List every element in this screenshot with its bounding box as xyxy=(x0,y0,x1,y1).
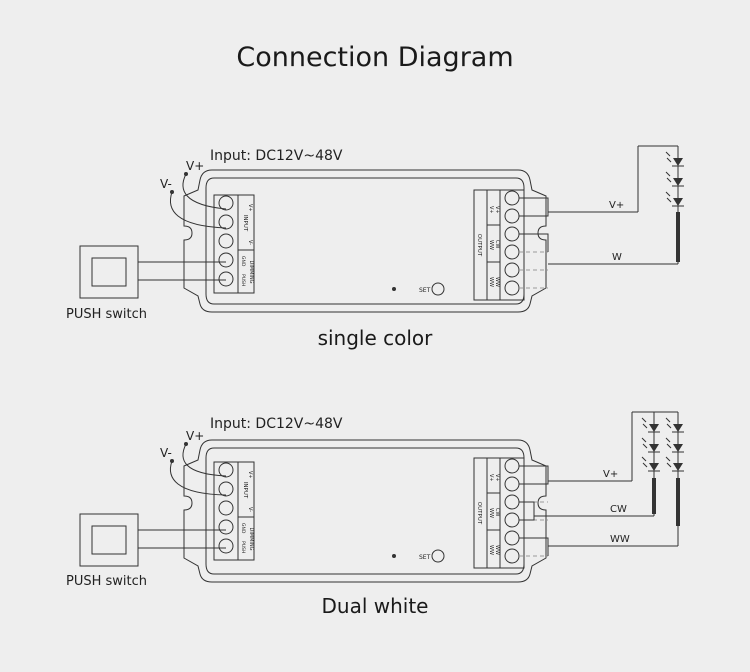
set-label: SET xyxy=(419,554,431,561)
output-terminals xyxy=(499,457,525,569)
v-minus-label: V- xyxy=(160,177,172,191)
led-diode-icon xyxy=(673,178,683,186)
led-diode-icon xyxy=(649,424,659,432)
output-pin-2: V+ xyxy=(494,206,500,214)
push-switch: PUSH switch xyxy=(66,245,226,322)
input-label-block: INPUT V+ V- DIMMING GND PUSH xyxy=(237,194,255,294)
caption-dual-white: Dual white xyxy=(321,594,429,618)
set-button[interactable] xyxy=(431,549,445,563)
wire-label-vplus: V+ xyxy=(603,469,618,480)
output-pin-2: V+ xyxy=(494,474,500,482)
input-block-label: INPUT xyxy=(242,482,248,499)
dimming-block-label: DIMMING xyxy=(248,527,254,550)
power-wires: V+ V- xyxy=(160,429,227,496)
output-pin-1: V+ xyxy=(488,474,494,482)
output-pin-6: WW xyxy=(494,545,500,555)
output-pin-4: CW xyxy=(494,240,500,248)
push-switch: PUSH switch xyxy=(66,513,226,589)
input-pin-2: V- xyxy=(247,240,253,245)
led-strip-ww xyxy=(665,412,684,546)
input-voltage-label: Input: DC12V~48V xyxy=(210,148,343,164)
output-terminals xyxy=(499,189,525,301)
wire-label-vplus: V+ xyxy=(609,200,624,211)
dimming-pin-2: PUSH xyxy=(240,274,246,286)
led-strip xyxy=(665,146,684,264)
dimming-pin-2: PUSH xyxy=(240,541,246,553)
output-pin-6: WW xyxy=(494,277,500,287)
led-diode-icon xyxy=(673,198,683,206)
output-pin-1: V+ xyxy=(488,206,494,214)
set-button[interactable] xyxy=(431,282,445,296)
controller-body xyxy=(183,169,547,313)
input-block-label: INPUT xyxy=(242,215,248,232)
wire-label-ww: WW xyxy=(610,534,630,545)
set-label: SET xyxy=(419,287,431,294)
dimming-pin-1: GND xyxy=(240,523,246,534)
input-pin-2: V- xyxy=(247,507,253,512)
output-pin-3: WW xyxy=(488,508,494,518)
indicator-led xyxy=(392,287,396,291)
dimming-block-label: DIMMING xyxy=(248,260,254,283)
indicator-led xyxy=(392,554,396,558)
diagram-dual-white: INPUT V+ V- DIMMING GND PUSH OUTPUT V+ V… xyxy=(66,411,684,589)
led-diode-icon xyxy=(673,424,683,432)
caption-single-color: single color xyxy=(317,326,433,350)
push-switch-label: PUSH switch xyxy=(66,574,147,589)
v-plus-label: V+ xyxy=(186,159,204,173)
wire-label-cw: CW xyxy=(610,504,627,515)
input-label-block: INPUT V+ V- DIMMING GND PUSH xyxy=(237,461,255,561)
wire-label-w: W xyxy=(612,252,622,263)
output-block-label: OUTPUT xyxy=(476,234,482,257)
led-diode-icon xyxy=(673,444,683,452)
input-pin-1: V+ xyxy=(247,471,253,479)
led-diode-icon xyxy=(673,463,683,471)
output-label-block: OUTPUT V+ V+ WW CW WW WW xyxy=(473,189,501,301)
output-pin-4: CW xyxy=(494,508,500,516)
led-diode-icon xyxy=(649,444,659,452)
led-diode-icon xyxy=(673,158,683,166)
output-pin-3: WW xyxy=(488,240,494,250)
diagram-single-color: INPUT V+ V- DIMMING GND PUSH OUTPUT V+ V… xyxy=(66,145,684,322)
output-label-block: OUTPUT V+ V+ WW CW WW WW xyxy=(473,457,501,569)
output-pin-5: WW xyxy=(488,277,494,287)
v-minus-label: V- xyxy=(160,446,172,460)
output-wiring: V+ CW WW xyxy=(519,411,678,557)
led-diode-icon xyxy=(649,463,659,471)
v-plus-label: V+ xyxy=(186,429,204,443)
push-switch-label: PUSH switch xyxy=(66,307,147,322)
input-voltage-label: Input: DC12V~48V xyxy=(210,416,343,432)
controller-body xyxy=(183,439,547,583)
input-terminals xyxy=(213,461,239,561)
output-block-label: OUTPUT xyxy=(476,502,482,525)
output-pin-5: WW xyxy=(488,545,494,555)
page-title: Connection Diagram xyxy=(236,42,514,73)
dimming-pin-1: GND xyxy=(240,256,246,267)
output-wiring: V+ W xyxy=(519,145,678,289)
input-terminals xyxy=(213,194,239,294)
input-pin-1: V+ xyxy=(247,204,253,212)
led-strip-cw xyxy=(641,412,660,516)
power-wires: V+ V- xyxy=(160,159,227,229)
